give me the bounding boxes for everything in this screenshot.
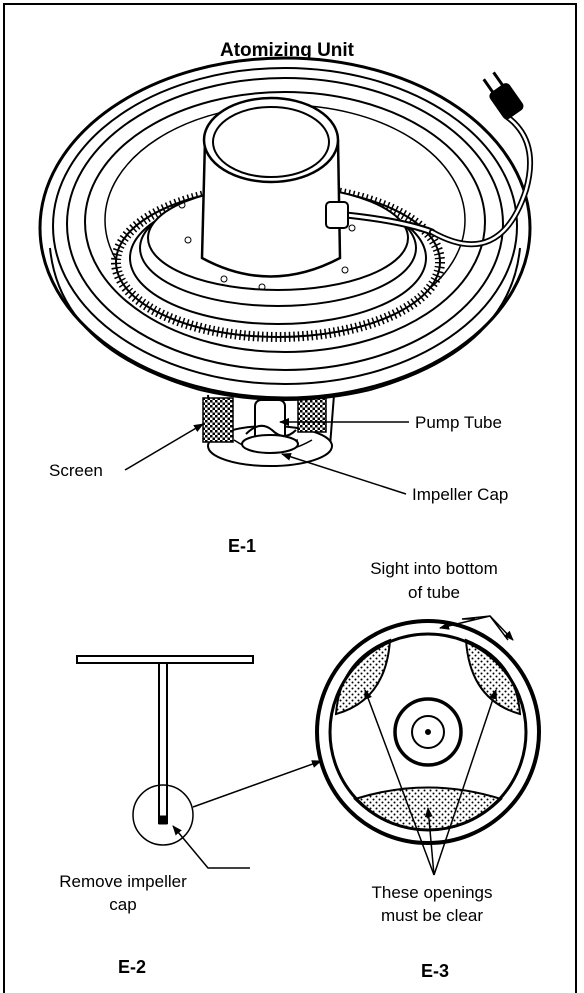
impeller-cap-shape (241, 434, 299, 454)
label-openings-line1: These openings (372, 883, 493, 902)
figure-e3-label: E-3 (421, 961, 449, 981)
sight-leader-base (461, 615, 509, 641)
label-sight-line1: Sight into bottom (370, 559, 498, 578)
openings-leader-center (424, 807, 435, 876)
screen-leader (124, 423, 204, 471)
figure-e2-label: E-2 (118, 957, 146, 977)
base-assembly (202, 394, 335, 467)
t-tube-drawing (76, 655, 254, 846)
sight-leader-left (439, 615, 491, 630)
label-impeller-cap: Impeller Cap (412, 485, 508, 504)
label-remove-impeller-line1: Remove impeller (59, 872, 187, 891)
impeller-cap-callout-circle (132, 784, 194, 846)
diagram-title: Atomizing Unit (220, 40, 355, 61)
label-screen: Screen (49, 461, 103, 480)
screen-mesh-right (297, 397, 327, 433)
power-cord (325, 71, 534, 248)
figure-frame (3, 3, 577, 993)
screen-mesh-left (202, 397, 234, 443)
label-pump-tube: Pump Tube (415, 413, 502, 432)
magnify-arrow (192, 760, 322, 808)
opening-left (334, 638, 392, 716)
openings-leader-left (364, 689, 435, 876)
label-sight-line2: of tube (408, 583, 460, 602)
figure-e1-label: E-1 (228, 536, 256, 556)
atomizing-unit-drawing (38, 56, 534, 467)
tube-bottom-view (315, 619, 541, 845)
motor-housing (200, 96, 342, 278)
plug (482, 71, 524, 120)
opening-right (464, 638, 522, 716)
openings-leader-right (433, 689, 497, 876)
label-openings-line2: must be clear (381, 906, 483, 925)
remove-cap-leader (172, 825, 250, 869)
impeller-cap-leader (281, 452, 407, 495)
sight-leader-right (489, 615, 514, 641)
label-remove-impeller-line2: cap (109, 895, 136, 914)
